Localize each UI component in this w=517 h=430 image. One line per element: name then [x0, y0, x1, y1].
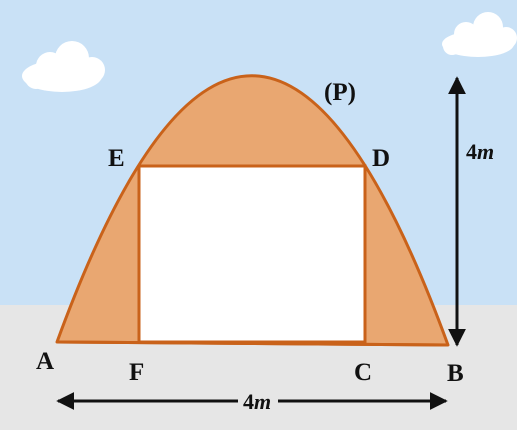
point-d-label: D	[372, 145, 390, 172]
cloud-right-icon	[442, 12, 517, 57]
width-dimension-label: 4m	[243, 389, 271, 414]
point-f-label: F	[129, 359, 144, 386]
height-dimension-unit: m	[477, 139, 494, 164]
point-e-label: E	[108, 145, 125, 172]
inscribed-rectangle	[137, 164, 367, 344]
point-a-label: A	[36, 348, 54, 375]
height-dimension-value: 4	[466, 139, 477, 164]
point-c-label: C	[354, 359, 372, 386]
width-dimension-value: 4	[243, 389, 254, 414]
point-b-label: B	[447, 360, 464, 387]
width-dimension-unit: m	[254, 389, 271, 414]
cloud-left-icon	[22, 41, 105, 92]
width-label-backdrop	[238, 388, 278, 414]
base-line-ab	[56, 340, 449, 347]
curve-label: (P)	[324, 79, 356, 106]
height-dimension-label: 4m	[466, 139, 494, 164]
